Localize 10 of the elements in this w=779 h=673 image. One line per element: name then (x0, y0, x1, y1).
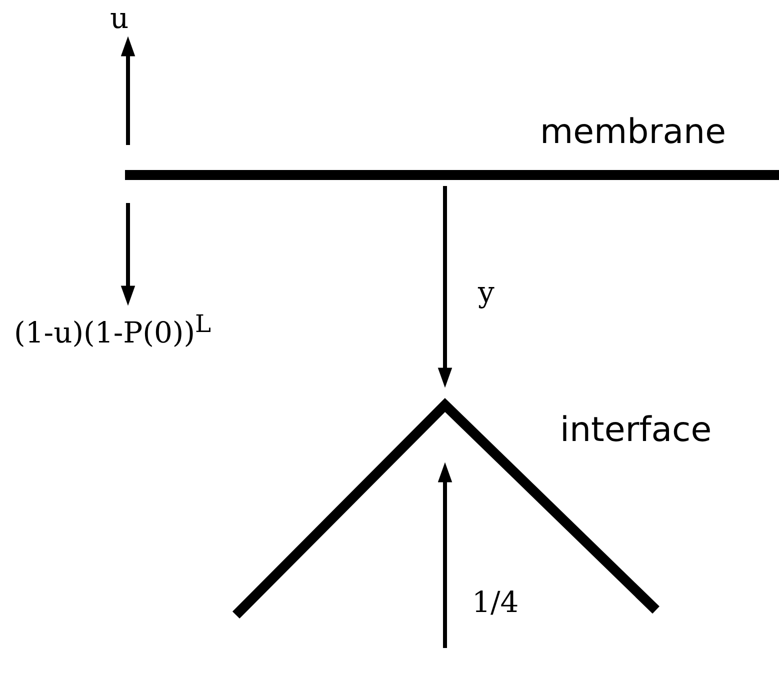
arrow (438, 186, 452, 388)
arrow (438, 462, 452, 648)
rate-label: y (478, 278, 494, 307)
arrow (120, 36, 136, 145)
rate-label: u (110, 4, 129, 33)
arrow (120, 203, 136, 306)
rate-label: 1/4 (472, 588, 519, 617)
region-label: interface (560, 413, 712, 447)
rate-label: (1-u)(1-P(0))$^{L}$ (14, 312, 212, 348)
region-label: membrane (540, 115, 726, 149)
